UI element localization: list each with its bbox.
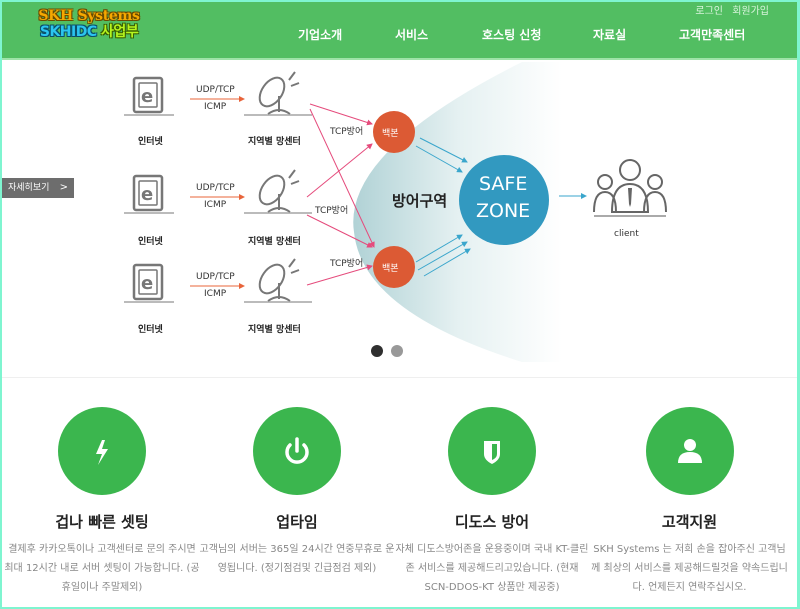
- ddos-defense-diagram: e e e: [2, 62, 797, 378]
- svg-text:e: e: [141, 86, 153, 107]
- feature-icon-circle: [58, 407, 146, 495]
- feature-description: 고객님의 서버는 365일 24시간 연중무휴로 운영됩니다. (정기점검및 긴…: [199, 544, 395, 574]
- feature-description: 자체 디도스방어존을 운용중이며 국내 KT-클린존 서비스를 제공해드리고있습…: [395, 544, 589, 593]
- protocol-bottom-1: ICMP: [204, 102, 227, 112]
- backbone-label-2: 백본: [382, 264, 399, 274]
- feature-title: 고객지원: [661, 513, 718, 531]
- power-icon: [285, 437, 309, 464]
- slider-dot-2[interactable]: [391, 345, 403, 357]
- diagram-graphics: e e e: [124, 62, 667, 362]
- login-link[interactable]: 로그인: [695, 6, 723, 17]
- source-label-3: 인터넷: [138, 325, 163, 335]
- feature-description: SKH Systems 는 저희 손을 잡아주신 고객님께 최상의 서비스를 제…: [591, 544, 788, 593]
- tcp-defense-label-2: TCP방어: [315, 206, 349, 216]
- feature-fast-setup: 겁나 빠른 셋팅 결제후 카카오톡이나 고객센터로 문의 주시면 최대 12시간…: [2, 379, 202, 597]
- source-row-1: [132, 76, 164, 114]
- protocol-top-1: UDP/TCP: [196, 85, 235, 95]
- safe-zone-label-line2: ZONE: [476, 200, 531, 222]
- source-label-2: 인터넷: [138, 237, 163, 247]
- feature-title: 겁나 빠른 셋팅: [55, 513, 149, 531]
- svg-text:e: e: [141, 273, 153, 294]
- feature-icon-circle: [253, 407, 341, 495]
- svg-text:e: e: [141, 184, 153, 205]
- tcp-defense-label-3: TCP방어: [330, 259, 364, 269]
- feature-icon-circle: [645, 407, 734, 495]
- feature-uptime: 업타임 고객님의 서버는 365일 24시간 연중무휴로 운영됩니다. (정기점…: [197, 379, 397, 578]
- view-more-label: 자세히보기: [8, 183, 50, 193]
- hero-slider: e e e: [2, 62, 797, 378]
- defense-zone-label: 방어구역: [392, 192, 448, 210]
- nav-item-company[interactable]: 기업소개: [298, 28, 343, 42]
- safe-zone-label-line1: SAFE: [479, 173, 528, 195]
- feature-title: 디도스 방어: [454, 513, 530, 531]
- relay-label-1: 지역별 망센터: [248, 137, 301, 147]
- feature-description: 결제후 카카오톡이나 고객센터로 문의 주시면 최대 12시간 내로 서버 셋팅…: [4, 544, 200, 593]
- top-links: 로그인 회원가입: [689, 2, 769, 17]
- shield-icon: [484, 441, 500, 464]
- site-logo[interactable]: SKH Systems SKHIDC 사업부: [34, 8, 144, 40]
- nav-item-services[interactable]: 서비스: [395, 28, 429, 42]
- relay-label-2: 지역별 망센터: [248, 237, 301, 247]
- client-label: client: [614, 229, 639, 239]
- slider-pagination: [371, 342, 411, 361]
- feature-customer-support: 고객지원 SKH Systems 는 저희 손을 잡아주신 고객님께 최상의 서…: [587, 379, 792, 597]
- nav-item-hosting-apply[interactable]: 호스팅 신청: [482, 28, 542, 42]
- feature-icon-circle: [448, 407, 536, 495]
- header-bar: SKH Systems SKHIDC 사업부 로그인 회원가입 기업소개 서비스…: [2, 2, 797, 60]
- slider-dot-1[interactable]: [371, 345, 383, 357]
- tcp-defense-label-1: TCP방어: [330, 127, 364, 137]
- feature-ddos-defense: 디도스 방어 자체 디도스방어존을 운용중이며 국내 KT-클린존 서비스를 제…: [392, 379, 592, 597]
- protocol-bottom-3: ICMP: [204, 289, 227, 299]
- nav-item-customer-center[interactable]: 고객만족센터: [679, 28, 746, 42]
- protocol-top-2: UDP/TCP: [196, 183, 235, 193]
- logo-division: SKHIDC 사업부: [39, 24, 139, 40]
- user-icon: [677, 439, 702, 463]
- source-label-1: 인터넷: [138, 137, 163, 147]
- feature-title: 업타임: [276, 513, 318, 531]
- nav-item-resources[interactable]: 자료실: [593, 28, 627, 42]
- protocol-top-3: UDP/TCP: [196, 272, 235, 282]
- relay-label-3: 지역별 망센터: [248, 325, 301, 335]
- view-more-button[interactable]: 자세히보기 >: [2, 178, 74, 198]
- features-section: 겁나 빠른 셋팅 결제후 카카오톡이나 고객센터로 문의 주시면 최대 12시간…: [2, 379, 797, 607]
- chevron-right-icon: >: [59, 182, 68, 193]
- protocol-bottom-2: ICMP: [204, 200, 227, 210]
- signup-link[interactable]: 회원가입: [732, 6, 769, 17]
- lightning-icon: [96, 440, 108, 465]
- logo-company-name: SKH Systems: [38, 8, 140, 24]
- main-nav: 기업소개 서비스 호스팅 신청 자료실 고객만족센터: [2, 26, 797, 46]
- backbone-label-1: 백본: [382, 129, 399, 139]
